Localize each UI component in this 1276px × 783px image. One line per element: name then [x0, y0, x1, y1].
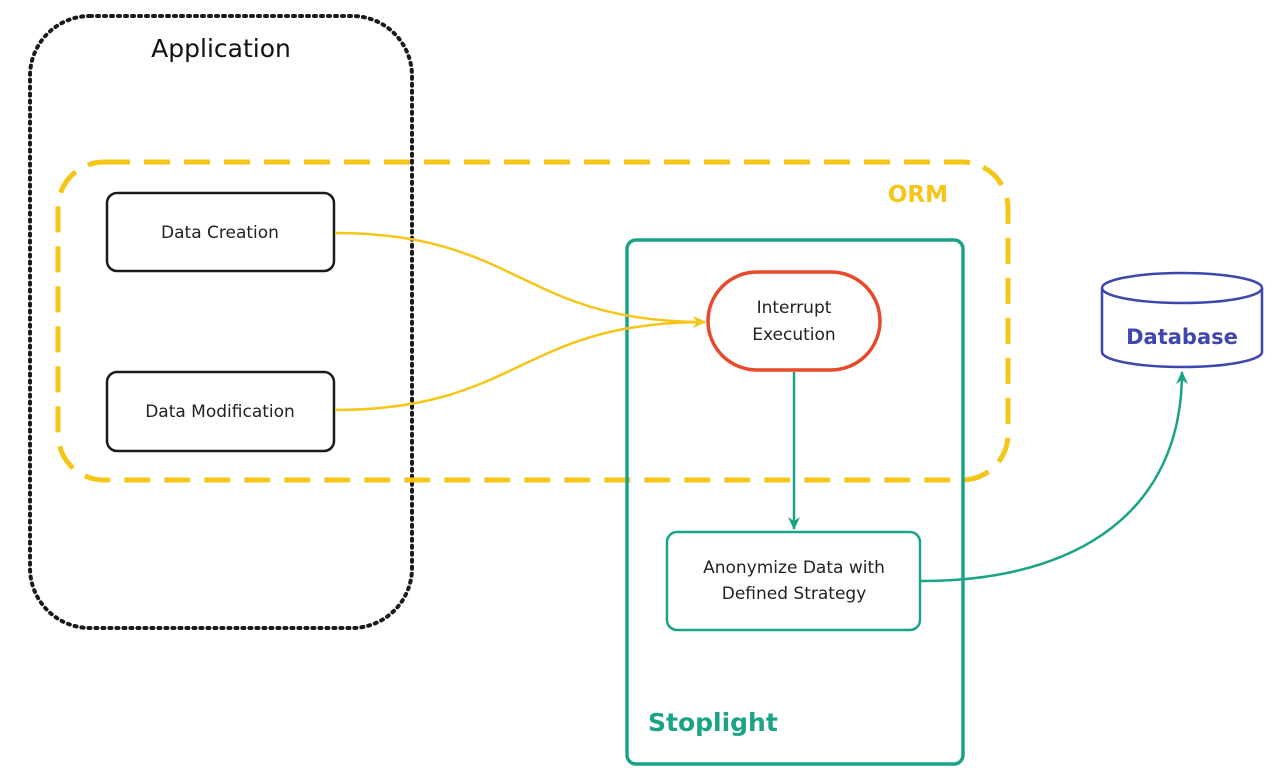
anonymize-data-label-line2: Defined Strategy: [722, 584, 867, 604]
application-title: Application: [151, 34, 291, 63]
interrupt-execution-node: Interrupt Execution: [706, 270, 882, 372]
database-cylinder-top: [1100, 271, 1264, 305]
data-modification-label: Data Modification: [145, 402, 295, 422]
database-cylinder-body: [1100, 288, 1264, 369]
data-modification-box: [105, 370, 336, 453]
database-node: Database: [1100, 271, 1264, 369]
interrupt-execution-label-line1: Interrupt: [757, 298, 832, 318]
orm-title: ORM: [888, 182, 948, 208]
application-container: Application: [28, 14, 414, 630]
arrow-data-creation-to-interrupt: [334, 231, 706, 328]
database-label: Database: [1126, 325, 1238, 349]
stoplight-container: Stoplight: [625, 238, 965, 766]
interrupt-execution-label-line2: Execution: [752, 325, 835, 345]
stoplight-boundary: [625, 238, 965, 766]
anonymize-data-label-line1: Anonymize Data with: [703, 558, 885, 578]
arrow-anonymize-to-database: [920, 371, 1188, 583]
data-creation-node: Data Creation: [105, 191, 336, 273]
anonymize-data-node: Anonymize Data with Defined Strategy: [665, 530, 922, 632]
application-boundary: [28, 14, 414, 630]
data-creation-box: [105, 191, 336, 273]
interrupt-execution-box: [706, 270, 882, 372]
orm-boundary: [55, 159, 1011, 483]
arrow-data-modification-to-interrupt: [334, 316, 706, 412]
data-creation-label: Data Creation: [161, 223, 279, 243]
orm-container: ORM: [55, 159, 1011, 483]
anonymize-data-box: [665, 530, 922, 632]
stoplight-title: Stoplight: [648, 708, 778, 737]
data-modification-node: Data Modification: [105, 370, 336, 453]
